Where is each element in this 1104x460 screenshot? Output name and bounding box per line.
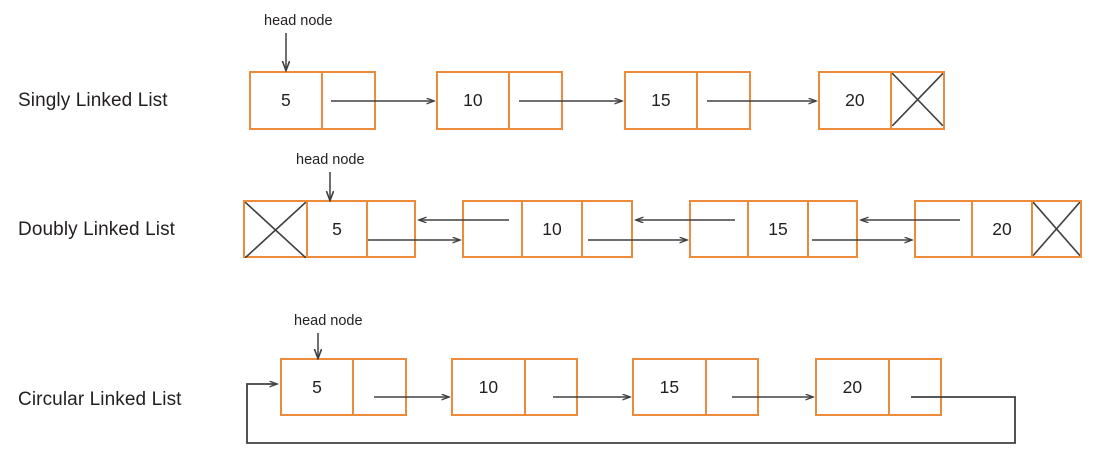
row-label-circular: Circular Linked List — [18, 389, 182, 410]
singly-node-1-pointer — [320, 73, 374, 128]
doubly-node-3-prev-pointer — [691, 202, 747, 256]
circular-node-4-pointer — [887, 360, 940, 414]
doubly-node-2-next-pointer — [581, 202, 631, 256]
circular-node-4: 20 — [815, 358, 942, 416]
null-pointer-x-icon — [1033, 202, 1080, 256]
circular-node-2: 10 — [451, 358, 578, 416]
doubly-node-3-value: 15 — [747, 202, 807, 256]
row-label-singly: Singly Linked List — [18, 90, 168, 111]
circular-node-1-value: 5 — [312, 376, 322, 397]
singly-node-3-pointer — [695, 73, 749, 128]
head-node-label-singly: head node — [264, 13, 333, 29]
singly-node-4-null-pointer — [889, 73, 943, 128]
doubly-node-2-value: 10 — [521, 202, 581, 256]
row-label-doubly: Doubly Linked List — [18, 219, 176, 240]
doubly-node-1-prev-null — [245, 202, 306, 256]
singly-node-3-value: 15 — [651, 90, 671, 110]
doubly-node-1-next-pointer — [366, 202, 414, 256]
doubly-node-4-null-pointer — [1031, 202, 1080, 256]
circular-node-3: 15 — [632, 358, 759, 416]
singly-node-2-value: 10 — [463, 90, 483, 110]
circular-node-2-value: 10 — [478, 376, 499, 397]
circular-node-3-pointer — [704, 360, 757, 414]
null-pointer-x-icon — [245, 202, 306, 258]
singly-node-2: 10 — [436, 71, 563, 130]
null-pointer-x-icon — [892, 73, 943, 126]
circular-node-2-pointer — [523, 360, 576, 414]
circular-node-4-value: 20 — [842, 376, 863, 397]
singly-node-4: 20 — [818, 71, 945, 130]
doubly-node-2: 10 — [462, 200, 633, 258]
singly-node-2-pointer — [507, 73, 561, 128]
singly-node-3: 15 — [624, 71, 751, 130]
head-node-label-circular: head node — [294, 313, 363, 329]
doubly-node-4-value: 20 — [971, 202, 1031, 256]
singly-node-1-value: 5 — [280, 90, 291, 110]
doubly-node-2-prev-pointer — [464, 202, 521, 256]
doubly-node-1-value: 5 — [306, 202, 366, 256]
circular-node-1: 5 — [280, 358, 407, 416]
doubly-node-4-prev-pointer — [916, 202, 971, 256]
doubly-node-1: 5 — [243, 200, 416, 258]
doubly-node-3-next-pointer — [807, 202, 856, 256]
circular-node-1-pointer — [352, 360, 405, 414]
singly-node-1: 5 — [249, 71, 376, 130]
head-node-label-doubly: head node — [296, 152, 365, 168]
doubly-node-4: 20 — [914, 200, 1082, 258]
circular-node-3-value: 15 — [659, 376, 680, 397]
doubly-node-3: 15 — [689, 200, 858, 258]
singly-node-4-value: 20 — [845, 90, 865, 110]
